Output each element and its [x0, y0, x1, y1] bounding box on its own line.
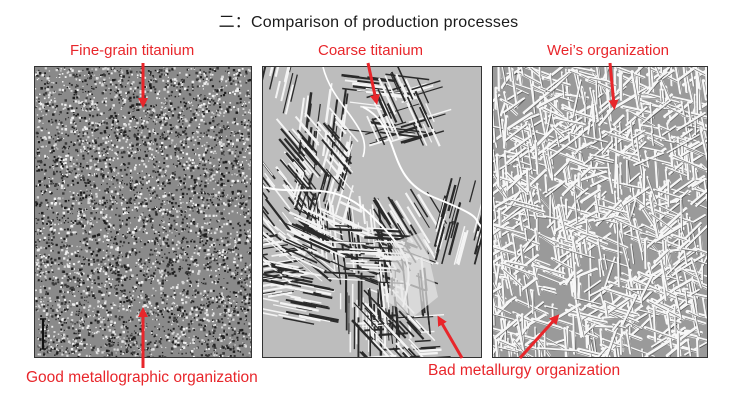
- bad-label: Bad metallurgy organization: [428, 362, 621, 379]
- page-title: 二：Comparison of production processes: [218, 14, 519, 31]
- good-label: Good metallographic organization: [26, 369, 258, 386]
- coarse-label: Coarse titanium: [318, 42, 424, 59]
- weis-label: Wei’s organization: [547, 42, 670, 59]
- fine-grain-label: Fine-grain titanium: [70, 42, 195, 59]
- coarse-micrograph: [262, 66, 482, 358]
- weis-micrograph: [492, 66, 708, 358]
- fine-grain-micrograph: [34, 66, 252, 358]
